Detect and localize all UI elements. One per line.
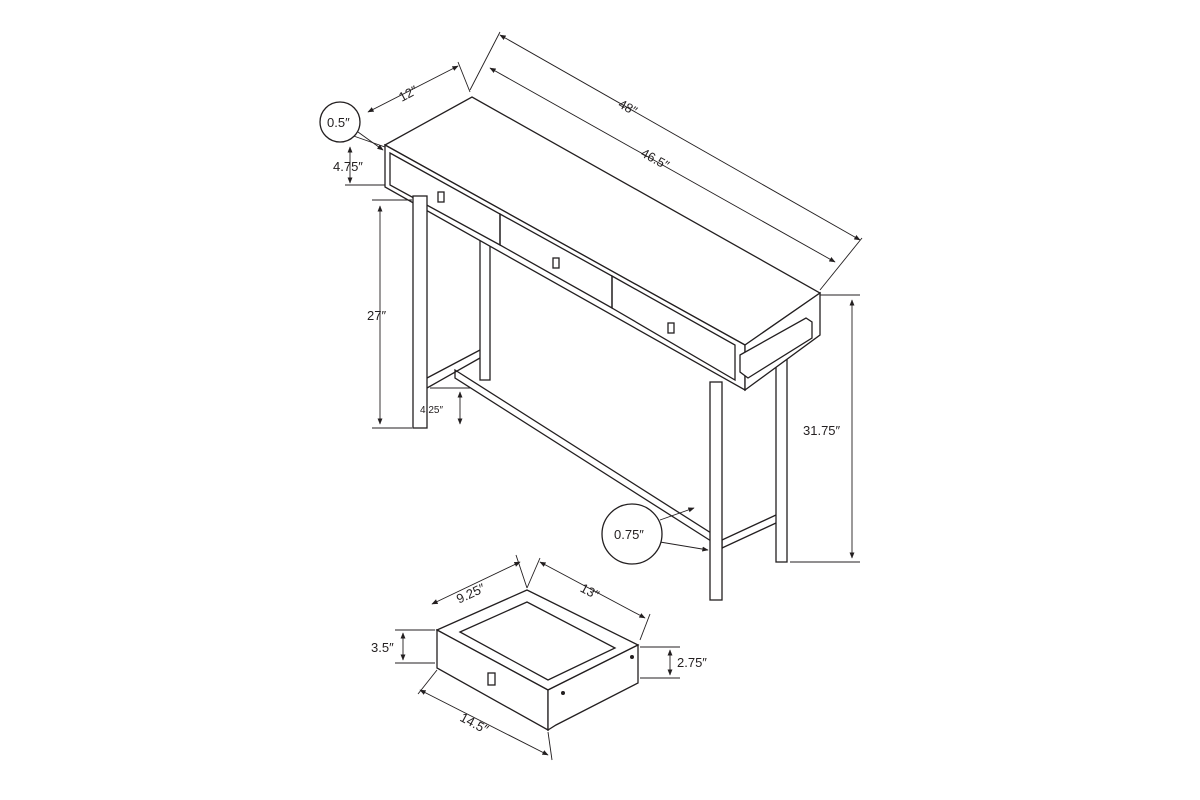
back-right-leg — [775, 349, 788, 563]
side-bracket — [739, 317, 813, 379]
front-left-leg — [412, 195, 428, 429]
label-drawer-inner-width: 13″ — [578, 580, 602, 602]
label-drawer-inner-height: 2.75″ — [677, 655, 707, 670]
dimension-lines — [319, 31, 863, 565]
label-stretcher-height: 4.25″ — [420, 405, 443, 416]
back-left-leg — [479, 239, 491, 381]
label-overall-width: 48″ — [616, 96, 640, 119]
bottom-stretcher — [454, 368, 723, 550]
label-drawer-depth: 9.25″ — [454, 580, 488, 606]
table-drawing — [383, 96, 822, 601]
drawer-right — [611, 274, 736, 382]
label-overall-height: 31.75″ — [803, 423, 841, 438]
drawer-handle — [487, 672, 496, 686]
callout-circle — [319, 101, 361, 143]
drawer-handle — [437, 191, 445, 203]
drawer-detail — [395, 554, 680, 761]
label-leg-thickness: 0.75″ — [614, 527, 644, 542]
label-inner-width: 46.5″ — [638, 145, 672, 173]
label-drawer-front-height: 3.5″ — [371, 640, 394, 655]
drawer-handle — [552, 257, 560, 269]
front-right-leg — [709, 381, 723, 601]
side-stretchers — [426, 349, 777, 549]
label-depth: 12″ — [396, 82, 420, 104]
label-top-thickness: 0.5″ — [327, 115, 350, 130]
label-leg-clearance: 27″ — [367, 308, 386, 323]
label-apron-height: 4.75″ — [333, 159, 363, 174]
label-drawer-front-width: 14.5″ — [458, 710, 492, 737]
drawer-handle — [667, 322, 675, 334]
